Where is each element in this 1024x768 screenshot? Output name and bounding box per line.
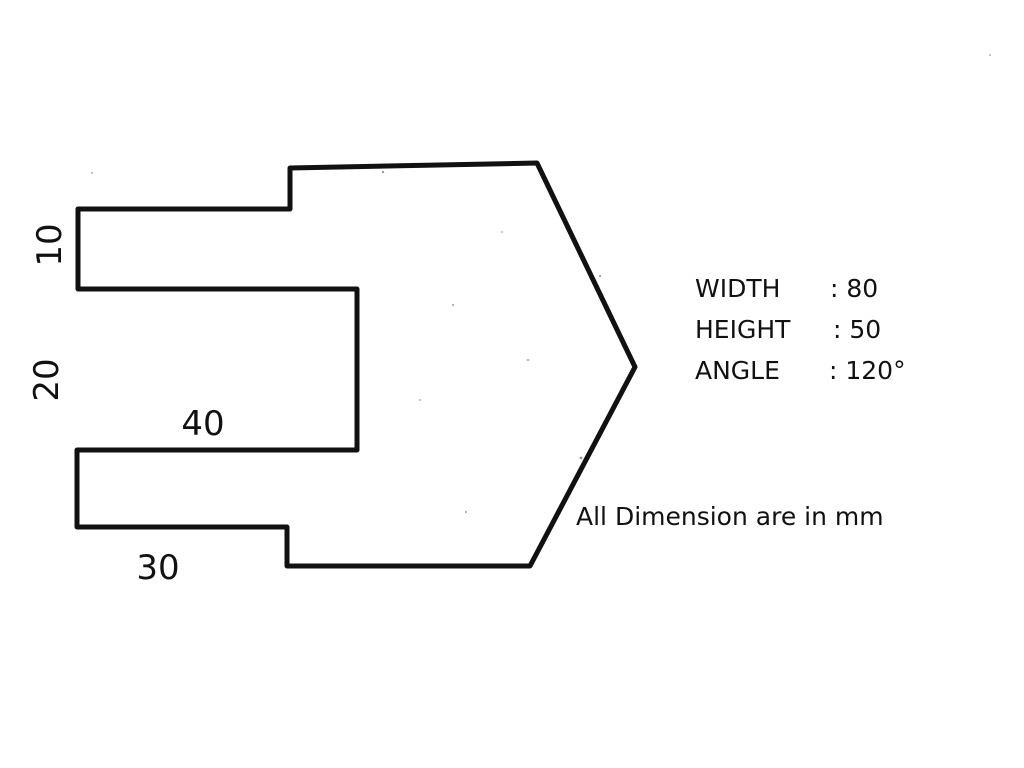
spec-height-value: : 50 [833,315,881,344]
dimension-label-40: 40 [181,404,224,444]
specification-table: WIDTH : 80 HEIGHT : 50 ANGLE : 120° [695,274,906,385]
part-outline [74,160,638,569]
spec-width-value: : 80 [830,274,878,303]
spec-angle-value: : 120° [829,356,906,385]
spec-height-label: HEIGHT [695,315,791,344]
spec-angle-label: ANGLE [695,356,780,385]
units-note: All Dimension are in mm [576,502,884,531]
dimension-label-20: 20 [27,358,67,401]
dimension-label-10: 10 [30,223,70,266]
dimension-label-30: 30 [136,548,179,588]
spec-width-label: WIDTH [695,274,780,303]
paper-specks [91,54,991,513]
